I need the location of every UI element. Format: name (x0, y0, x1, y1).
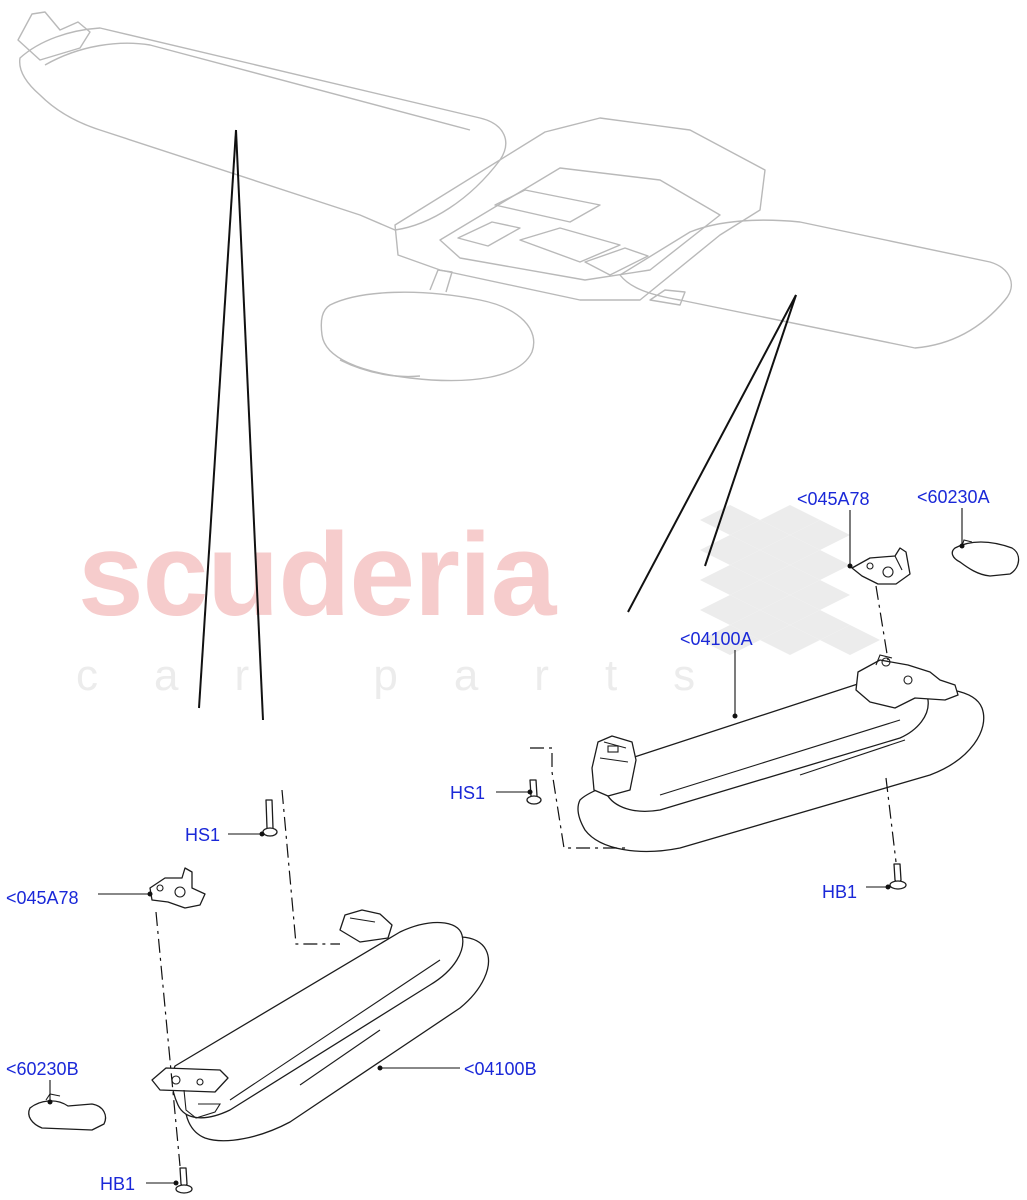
watermark-brand: scuderia (78, 509, 558, 641)
ghost-console-inner (439, 167, 721, 281)
ghost-overhead-console (394, 117, 766, 301)
callout-HB1-right[interactable]: HB1 (822, 882, 857, 902)
callout-HS1-left[interactable]: HS1 (185, 825, 220, 845)
part-60230A-cover (951, 539, 1020, 577)
callout-60230B[interactable]: <60230B (6, 1059, 79, 1079)
ghost-console-lens (494, 189, 601, 223)
ghost-left-visor-edge (44, 42, 471, 131)
part-60230B-cover (28, 1093, 107, 1131)
pointer-line-right-a (627, 294, 797, 613)
pointer-line-right-b (704, 294, 797, 567)
pointer-line-left-b (235, 129, 264, 721)
part-04100B-sun-visor-left (151, 909, 490, 1142)
ghost-console-plate (519, 227, 621, 263)
watermark: scuderia car parts (76, 505, 880, 700)
ghost-right-sun-visor (619, 219, 1012, 349)
watermark-tagline: car parts (76, 651, 751, 700)
part-045A78-bracket-left (149, 867, 206, 909)
callout-HS1-right[interactable]: HS1 (450, 783, 485, 803)
left-alignment-lines (155, 789, 340, 1167)
right-alignment-lines (530, 585, 897, 863)
ghost-left-sun-visor (18, 27, 507, 231)
part-HB1-bolt-left (175, 1167, 193, 1194)
part-HS1-screw-left (262, 799, 278, 837)
ghost-console-speaker-left (457, 221, 521, 247)
ghost-rear-view-mirror (320, 291, 535, 382)
callout-045A78-left[interactable]: <045A78 (6, 888, 79, 908)
part-04100A-sun-visor-right (577, 654, 985, 853)
part-HS1-screw-right (526, 779, 542, 805)
checkered-flag-watermark (700, 505, 880, 655)
ghost-console-speaker-right (584, 247, 649, 276)
ghost-left-visor-clip (17, 11, 91, 61)
callout-leaders (47, 508, 965, 1186)
roof-context-assembly (17, 11, 1012, 382)
callout-HB1-left[interactable]: HB1 (100, 1174, 135, 1194)
callout-60230A[interactable]: <60230A (917, 487, 990, 507)
callout-labels: <60230A <045A78 <04100A HS1 HB1 HS1 <045… (6, 487, 990, 1194)
pointer-line-left-a (198, 129, 237, 709)
pointer-lines (198, 129, 797, 721)
ghost-mirror-stem (429, 269, 453, 293)
callout-04100B[interactable]: <04100B (464, 1059, 537, 1079)
ghost-right-visor-clip (649, 289, 686, 306)
callout-04100A[interactable]: <04100A (680, 629, 753, 649)
ghost-mirror-lip (339, 359, 421, 378)
callout-045A78-right[interactable]: <045A78 (797, 489, 870, 509)
part-045A78-bracket-right (851, 547, 911, 585)
part-HB1-bolt-right (889, 863, 907, 890)
